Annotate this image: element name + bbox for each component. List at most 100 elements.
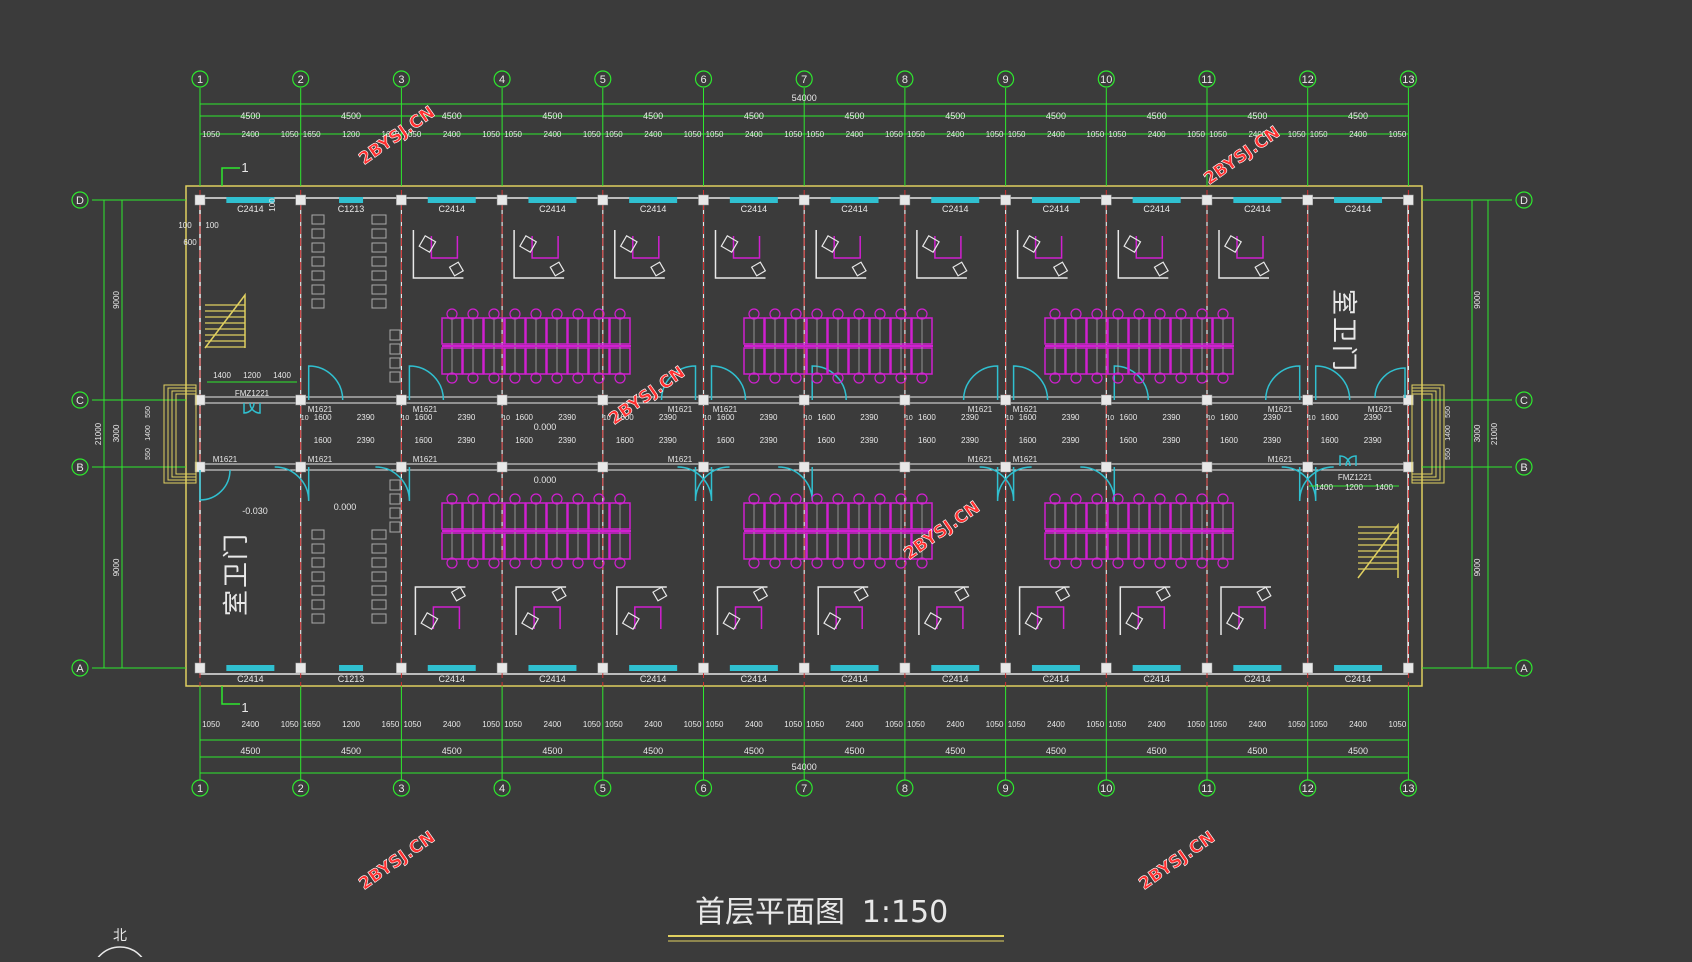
detail-dim-top: 1050 (986, 130, 1004, 139)
corridor-dim: 2390 (961, 436, 979, 445)
corridor-dim: 1600 (918, 413, 936, 422)
section-mark-line (221, 167, 240, 186)
toilet-stall (311, 543, 325, 554)
chair (1196, 372, 1208, 384)
room-label-guard: 卫 (221, 562, 251, 588)
office-desk (430, 236, 459, 259)
side-small-dim: 550 (1445, 448, 1452, 460)
detail-dim-top: 1050 (1108, 130, 1126, 139)
chair (488, 557, 500, 569)
chair (874, 308, 886, 320)
window-label-top: C2414 (1345, 204, 1372, 214)
corridor-dim: 1600 (515, 413, 533, 422)
chair (832, 308, 844, 320)
chair (446, 493, 458, 505)
corridor-dim: 2390 (1263, 413, 1281, 422)
chair (572, 372, 584, 384)
axis-bubble-x (191, 70, 209, 88)
office-chair (851, 261, 867, 277)
sink (389, 343, 401, 355)
detail-dim-bottom: 2400 (544, 720, 562, 729)
office-chair (1024, 611, 1043, 631)
axis-label-y: A (76, 663, 84, 675)
office-chair (650, 261, 666, 277)
chair (1217, 308, 1229, 320)
urinal (371, 284, 387, 295)
detail-dim-bottom: 1050 (504, 720, 522, 729)
office-desk (634, 606, 662, 629)
office-chair (720, 234, 739, 254)
axis-bubble-x (996, 779, 1015, 797)
office-desk (1137, 606, 1166, 629)
window-bottom (830, 665, 879, 671)
detail-dim-bottom: 2400 (1248, 720, 1266, 729)
detail-dim-top: 1050 (784, 130, 802, 139)
fire-door-label: FMZ1221 (235, 389, 270, 398)
detail-dim-bottom: 2400 (745, 720, 763, 729)
detail-dim-top: 2400 (1248, 130, 1266, 139)
toilet-stall (311, 256, 325, 267)
bay-dim-bottom: 4500 (1348, 746, 1368, 756)
window-bottom (339, 665, 364, 671)
urinal (371, 557, 387, 568)
office-chair (750, 261, 767, 277)
urinal (371, 298, 387, 309)
chair (769, 372, 781, 384)
bay-dim-bottom: 4500 (845, 746, 865, 756)
axis-label-x: 10 (1100, 783, 1112, 795)
column (698, 394, 709, 406)
chair (467, 372, 479, 384)
north-arrow-icon (94, 946, 146, 962)
dimension-lines: 5400054000450045004500450045004500450045… (94, 93, 1499, 774)
office-partition (412, 230, 464, 279)
corridor-dim: 1600 (1019, 436, 1037, 445)
detail-dim-bottom: 2400 (946, 720, 964, 729)
entrance-dim: 1400 (1315, 483, 1333, 492)
column (1000, 394, 1011, 406)
detail-dim-top: 1200 (342, 130, 360, 139)
door-swing (1080, 466, 1116, 502)
detail-dim-top: 2400 (644, 130, 662, 139)
entrance-dim: 1400 (213, 371, 231, 380)
detail-dim-top: 1050 (806, 130, 824, 139)
office-partition (918, 586, 969, 635)
corridor-dim: 1600 (515, 436, 533, 445)
window-label-top: C1213 (338, 204, 365, 214)
window-bottom (427, 665, 476, 671)
window-label-bottom: C2414 (1345, 674, 1372, 684)
column (798, 461, 810, 473)
window-top (931, 197, 980, 203)
office-partition (513, 230, 565, 279)
urinal (371, 214, 387, 225)
room-label-guard: 门 (221, 534, 251, 560)
chair (572, 557, 584, 569)
chair (748, 493, 760, 505)
column (1101, 394, 1112, 406)
chair (1112, 557, 1124, 569)
entrance-dim: 1200 (243, 371, 261, 380)
office-chair (853, 586, 869, 602)
chair (1175, 308, 1187, 320)
office-chair (821, 234, 840, 254)
office-partition (1218, 230, 1269, 279)
door-label: M1621 (1368, 405, 1393, 414)
column (1403, 662, 1414, 674)
chair (1217, 557, 1229, 569)
bay-dim-bottom: 4500 (240, 746, 260, 756)
window-bottom (1031, 665, 1080, 671)
column (1302, 194, 1313, 206)
axis-bubble-x (694, 779, 713, 797)
corridor-dim: 2390 (760, 413, 778, 422)
door-swing (1374, 367, 1406, 399)
chair (488, 493, 500, 505)
window-label-top: C2414 (1244, 204, 1271, 214)
entrance-dim: 1400 (1375, 483, 1393, 492)
column (1101, 194, 1112, 206)
detail-dim-bottom: 1050 (784, 720, 802, 729)
axis-label-x: 13 (1402, 74, 1414, 86)
fire-door-swing (249, 402, 261, 414)
chair (1112, 493, 1124, 505)
chair (1196, 493, 1208, 505)
sink (389, 329, 401, 341)
